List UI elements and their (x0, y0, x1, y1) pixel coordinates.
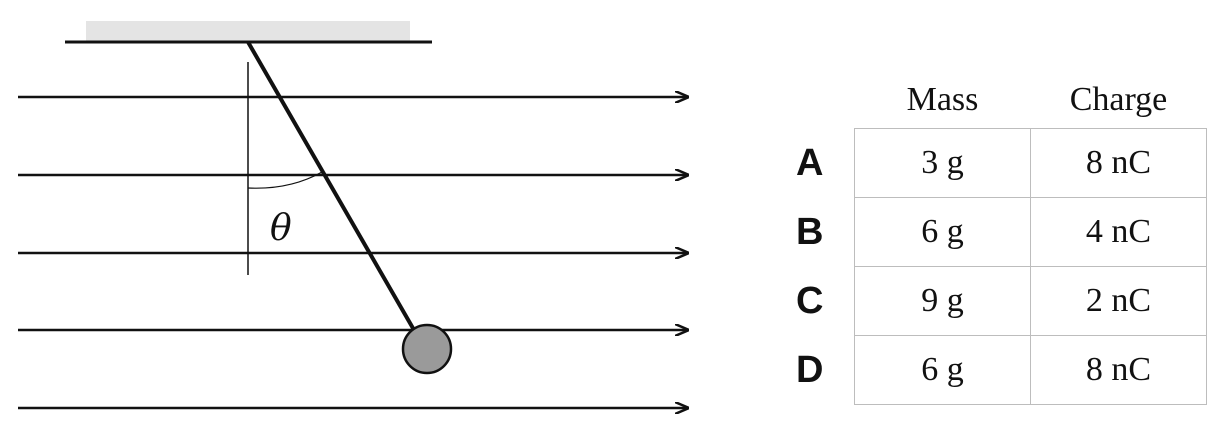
row-label-a: A (796, 141, 824, 184)
angle-arc (247, 171, 323, 189)
mass-charge-table: Mass Charge A 3 g 8 nC B 6 g 4 nC C 9 g … (786, 72, 1207, 405)
ceiling-support (86, 21, 410, 42)
row-label-c: C (796, 279, 824, 322)
table-header-row: Mass Charge (786, 72, 1207, 129)
table-row: B 6 g 4 nC (786, 197, 1207, 267)
row-label-b: B (796, 210, 824, 253)
options-table-container: Mass Charge A 3 g 8 nC B 6 g 4 nC C 9 g … (786, 72, 1207, 405)
mass-cell: 6 g (854, 335, 1031, 405)
mass-cell: 3 g (854, 128, 1031, 198)
charge-cell: 8 nC (1030, 128, 1207, 198)
angle-label: θ (270, 208, 292, 249)
charge-cell: 4 nC (1030, 197, 1207, 267)
row-label-d: D (796, 348, 824, 391)
charge-cell: 2 nC (1030, 266, 1207, 336)
charge-cell: 8 nC (1030, 335, 1207, 405)
table-row: D 6 g 8 nC (786, 335, 1207, 405)
mass-cell: 9 g (854, 266, 1031, 336)
charge-header: Charge (1069, 81, 1168, 118)
mass-cell: 6 g (854, 197, 1031, 267)
mass-header: Mass (906, 81, 979, 118)
table-row: C 9 g 2 nC (786, 266, 1207, 336)
pendulum-diagram: θ (18, 21, 760, 435)
charged-bob (401, 323, 453, 375)
table-corner (786, 72, 855, 129)
pendulum-string (246, 41, 416, 331)
table-row: A 3 g 8 nC (786, 128, 1207, 198)
